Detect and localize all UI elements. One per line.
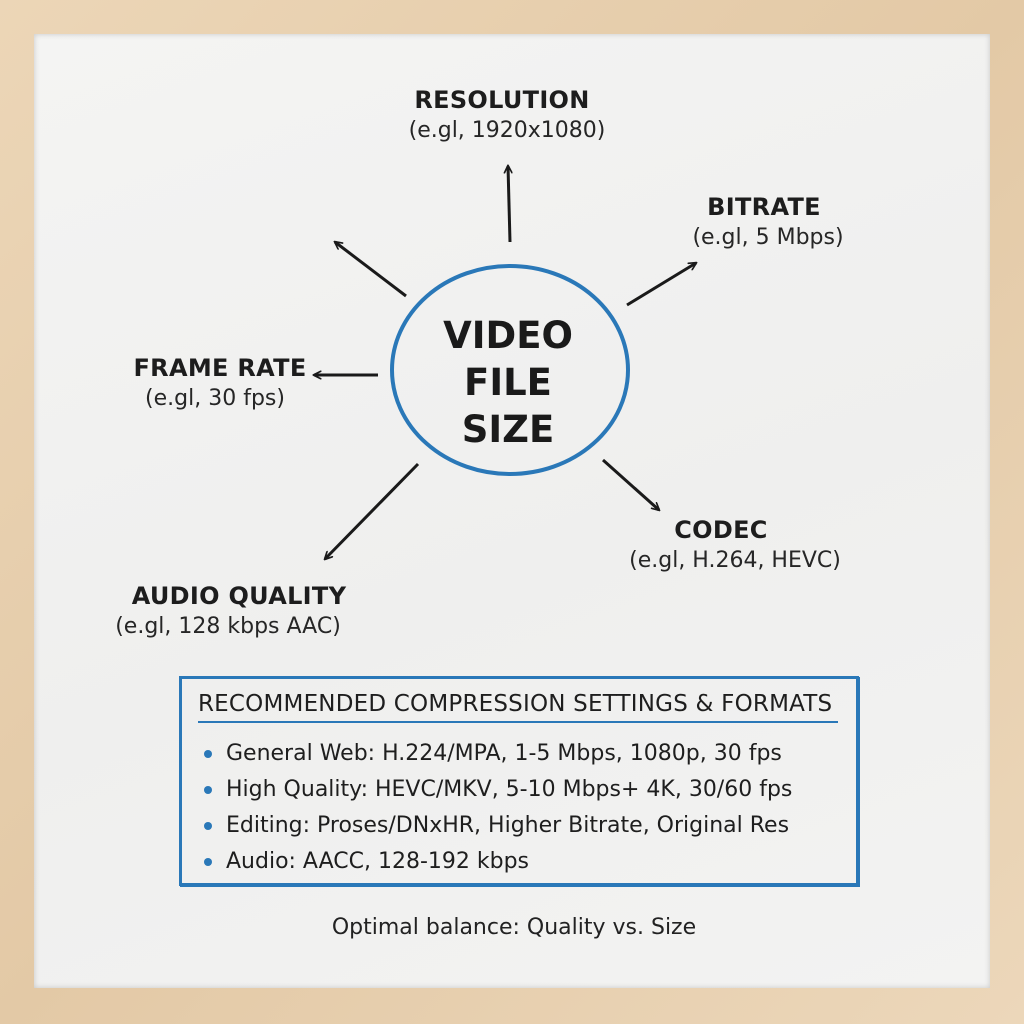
center-line-3: SIZE: [461, 408, 555, 451]
center-circle: [390, 264, 630, 476]
recommendation-text: General Web: H.224/MPA, 1-5 Mbps, 1080p,…: [226, 741, 782, 766]
recommendation-item: Editing: Proses/DNxHR, Higher Bitrate, O…: [202, 811, 792, 847]
center-line-1: VIDEO: [443, 314, 573, 357]
bitrate-title: BITRATE: [707, 193, 821, 221]
arrow-audio-quality: [325, 462, 420, 559]
codec-example: (e.gl, H.264, HEVC): [629, 548, 841, 573]
arrow-upper-left: [335, 242, 407, 298]
recommendations-box: RECOMMENDED COMPRESSION SETTINGS & FORMA…: [179, 676, 859, 886]
recommendation-text: Editing: Proses/DNxHR, Higher Bitrate, O…: [226, 813, 790, 838]
bullet-icon: [204, 750, 212, 758]
audio-quality-title: AUDIO QUALITY: [131, 582, 347, 610]
center-line-2: FILE: [464, 361, 552, 404]
arrow-codec: [602, 458, 659, 510]
recommendations-title: RECOMMENDED COMPRESSION SETTINGS & FORMA…: [198, 691, 833, 717]
bitrate-example: (e.gl, 5 Mbps): [692, 225, 844, 250]
codec-title: CODEC: [674, 516, 768, 544]
resolution-example: (e.gl, 1920x1080): [408, 118, 606, 143]
recommendation-item: General Web: H.224/MPA, 1-5 Mbps, 1080p,…: [202, 739, 792, 775]
arrow-bitrate: [626, 261, 696, 307]
audio-quality-example: (e.gl, 128 kbps AAC): [115, 614, 341, 639]
bullet-icon: [204, 786, 212, 794]
bullet-icon: [204, 858, 212, 866]
recommendation-text: High Quality: HEVC/MKV, 5-10 Mbps+ 4K, 3…: [226, 777, 793, 802]
center-label: VIDEO FILE SIZE: [408, 312, 608, 453]
arrow-resolution: [508, 166, 510, 243]
recommendations-title-underline: [198, 721, 838, 723]
bullet-icon: [204, 822, 212, 830]
frame-rate-example: (e.gl, 30 fps): [145, 386, 285, 411]
recommendation-text: Audio: AACC, 128-192 kbps: [226, 849, 530, 874]
resolution-title: RESOLUTION: [414, 86, 590, 114]
recommendation-item: High Quality: HEVC/MKV, 5-10 Mbps+ 4K, 3…: [202, 775, 792, 811]
recommendations-list: General Web: H.224/MPA, 1-5 Mbps, 1080p,…: [202, 739, 792, 883]
footer-note: Optimal balance: Quality vs. Size: [331, 915, 697, 940]
frame-rate-title: FRAME RATE: [133, 354, 307, 382]
whiteboard: [34, 34, 990, 988]
recommendation-item: Audio: AACC, 128-192 kbps: [202, 847, 792, 883]
